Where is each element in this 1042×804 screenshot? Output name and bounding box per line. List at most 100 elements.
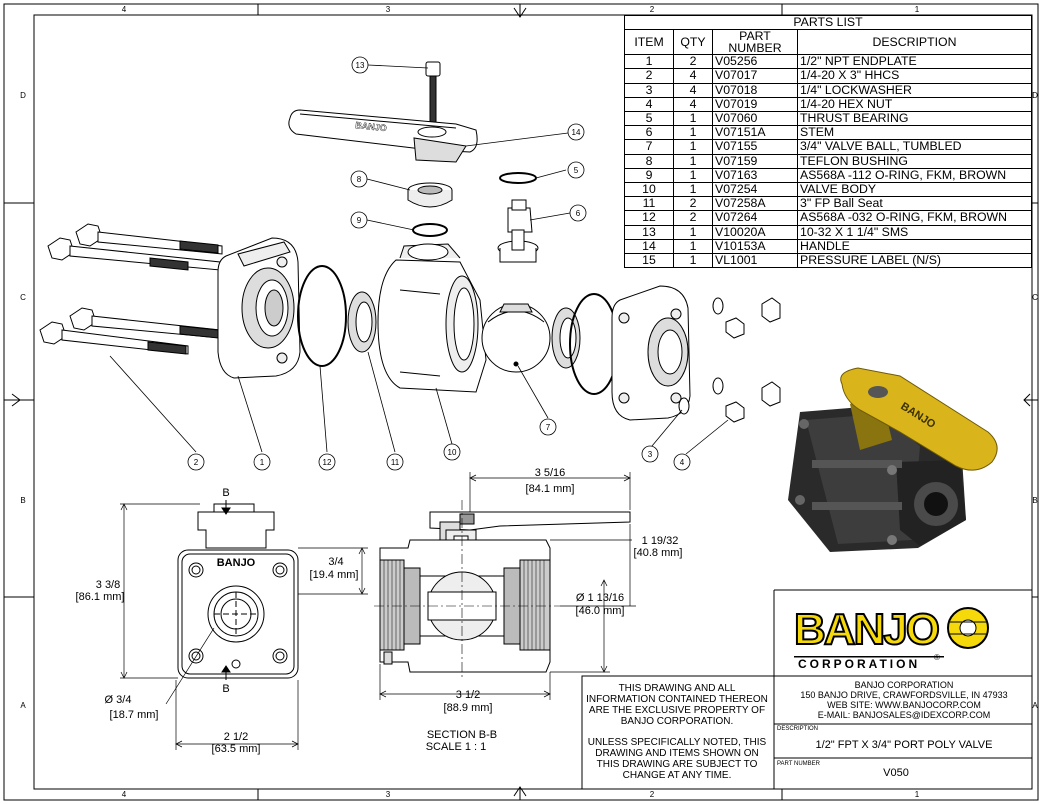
bolts-2: [39, 223, 223, 355]
dim-handle-length: 3 5/16: [535, 467, 566, 479]
oring-9: [412, 223, 448, 237]
notice-line: UNLESS SPECIFICALLY NOTED, THIS: [587, 737, 767, 748]
dim-width: 2 1/2: [224, 731, 248, 743]
cell-description: 1/2" NPT ENDPLATE: [797, 54, 1032, 70]
dim-body-length: 3 1/2: [456, 689, 480, 701]
company-website: WEB SITE: WWW.BANJOCORP.COM: [827, 700, 981, 710]
dim-height: 3 3/8: [96, 579, 120, 591]
logo-sub: CORPORATION: [798, 657, 920, 671]
parts-list-table: PARTS LIST ITEM QTY PART NUMBER DESCRIPT…: [624, 14, 1032, 269]
outer-border: [3, 3, 1039, 801]
section-dims: [379, 472, 636, 700]
cell-item: 5: [624, 111, 674, 127]
zone-right-3: B: [1032, 496, 1037, 505]
lockwashers-3-nuts-4: [678, 297, 781, 423]
notice-line: THIS DRAWING ARE SUBJECT TO: [596, 759, 758, 770]
zone-right-4: A: [1032, 701, 1038, 710]
zone-bottom-4: 1: [915, 790, 920, 799]
dim-bore: Ø 3/4: [105, 694, 132, 706]
cell-description: STEM: [797, 125, 1032, 141]
front-view: [177, 503, 299, 679]
title-block-frame: [581, 589, 1033, 790]
change-notice: UNLESS SPECIFICALLY NOTED, THIS DRAWING …: [584, 737, 770, 781]
inner-border: [33, 14, 1033, 790]
balloon-1: 1: [260, 458, 265, 467]
company-name: BANJO CORPORATION: [854, 680, 954, 690]
cell-description: TEFLON BUSHING: [797, 153, 1032, 169]
cell-part-number: VL1001: [712, 253, 798, 269]
section-view: [374, 500, 631, 680]
company-email: E-MAIL: BANJOSALES@IDEXCORP.COM: [817, 710, 991, 720]
endplate-1-left: [217, 237, 301, 379]
section-label: SECTION B-B: [427, 729, 497, 741]
company-info: BANJO CORPORATION 150 BANJO DRIVE, CRAWF…: [776, 680, 1032, 720]
handle-14: BANJO: [288, 109, 478, 163]
cell-item: 8: [624, 153, 674, 169]
bushing-8: [407, 182, 453, 208]
zone-top-1: 4: [122, 5, 127, 14]
balloon-6: 6: [576, 209, 581, 218]
zone-left-3: B: [20, 496, 25, 505]
cell-description: AS568A -112 O-RING, FKM, BROWN: [797, 167, 1032, 184]
cell-qty: 1: [673, 167, 713, 184]
cell-qty: 2: [673, 196, 713, 212]
cell-qty: 4: [673, 68, 713, 84]
section-scale: SCALE 1 : 1: [426, 741, 487, 753]
leader-lines: [109, 64, 729, 455]
cell-part-number: V07017: [712, 68, 798, 84]
front-dims: [120, 503, 368, 750]
dim-stem-height-mm: [40.8 mm]: [634, 547, 683, 559]
cell-part-number: V07019: [712, 96, 798, 113]
cell-part-number: V07258A: [712, 196, 798, 212]
zone-top-4: 1: [915, 5, 920, 14]
handle-stamp-text: BANJO: [355, 120, 387, 133]
valve-render-3d: BANJO: [788, 367, 998, 552]
cell-part-number: V07264: [712, 210, 798, 226]
cell-description: 3" FP Ball Seat: [797, 196, 1032, 212]
cell-qty: 4: [673, 96, 713, 113]
dim-offset: 3/4: [328, 556, 343, 568]
cell-qty: 1: [673, 238, 713, 255]
logo-text: BANJO: [794, 605, 939, 654]
centering-marks: [4, 4, 1038, 800]
cell-item: 14: [624, 238, 674, 255]
balloon-5: 5: [574, 166, 579, 175]
cell-qty: 4: [673, 82, 713, 98]
cell-description: 1/4-20 HEX NUT: [797, 96, 1032, 113]
zone-bottom-1: 4: [122, 790, 127, 799]
cell-item: 3: [624, 82, 674, 98]
cell-item: 4: [624, 96, 674, 113]
ball-seat-11-right-bore: [559, 317, 577, 359]
cell-description: 1/4-20 X 3" HHCS: [797, 68, 1032, 84]
section-dim-text: 3 5/16 [84.1 mm] 1 19/32 [40.8 mm] Ø 1 1…: [426, 467, 683, 753]
col-item: ITEM: [624, 29, 674, 56]
zone-labels: 4 3 2 1 4 3 2 1 D C B A D C B A: [20, 5, 1038, 799]
section-mark-top: B: [222, 487, 229, 499]
cell-item: 1: [624, 54, 674, 70]
cell-qty: 1: [673, 139, 713, 155]
notice-line: INFORMATION CONTAINED THEREON: [586, 694, 768, 705]
cell-description: 10-32 X 1 1/4" SMS: [797, 224, 1032, 240]
zone-right-1: D: [1032, 91, 1038, 100]
cell-item: 12: [624, 210, 674, 226]
cell-qty: 1: [673, 182, 713, 198]
zone-left-1: D: [20, 91, 26, 100]
cell-part-number: V07159: [712, 153, 798, 169]
cell-part-number: V07155: [712, 139, 798, 155]
zone-left-4: A: [20, 701, 26, 710]
part-number-label: PART NUMBER: [777, 761, 821, 767]
cell-item: 2: [624, 68, 674, 84]
ball-seat-11-left: [347, 291, 377, 353]
dim-stem-height: 1 19/32: [642, 535, 679, 547]
cell-item: 6: [624, 125, 674, 141]
